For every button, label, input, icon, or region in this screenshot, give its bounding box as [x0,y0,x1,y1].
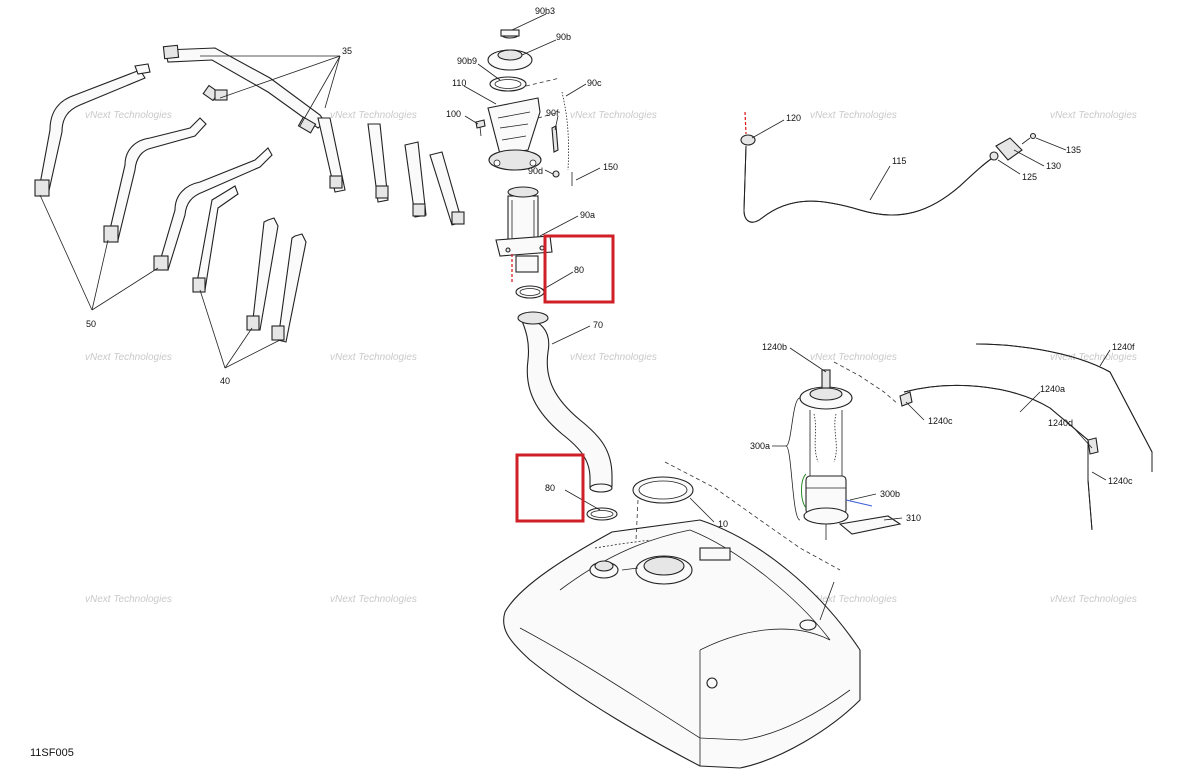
watermark: vNext Technologies [1050,594,1137,605]
watermark: vNext Technologies [570,352,657,363]
hose-part [740,111,1037,223]
watermarks: vNext Technologies vNext Technologies vN… [85,110,1137,605]
callout-90f[interactable]: 90f [546,108,559,118]
callout-1240d[interactable]: 1240d [1048,418,1073,428]
callout-80-upper[interactable]: 80 [574,265,584,275]
callout-150[interactable]: 150 [603,162,618,172]
callout-310[interactable]: 10 [718,519,728,529]
callout-1240b[interactable]: 1240b [762,342,787,352]
callout-300[interactable]: 300a [750,441,770,451]
watermark: vNext Technologies [810,594,897,605]
highlight-boxes [515,234,615,523]
callout-300b[interactable]: 310 [906,513,921,523]
watermark: vNext Technologies [570,110,657,121]
watermark: vNext Technologies [330,352,417,363]
watermark: vNext Technologies [330,110,417,121]
fuel-tank-part [503,519,861,769]
callout-130[interactable]: 130 [1046,161,1061,171]
leader-lines-straps [39,55,341,369]
callout-300a[interactable]: 300b [880,489,900,499]
hose-part [899,343,1153,531]
tank-ring-part [632,461,841,571]
callout-90a[interactable]: 90a [580,210,595,220]
callout-90b9[interactable]: 90b9 [457,56,477,66]
callout-1240c-left[interactable]: 1240c [928,416,953,426]
callout-1240f[interactable]: 1240f [1112,342,1135,352]
callout-1240a[interactable]: 1240a [1040,384,1065,394]
highlight-box-80-lower [515,453,585,523]
callout-80-lower[interactable]: 80 [545,483,555,493]
filler-neck-part [475,29,573,299]
fuel-pump-part [772,361,902,540]
watermark: vNext Technologies [85,110,172,121]
hose-part [517,311,618,521]
callout-90b3[interactable]: 90b3 [535,6,555,16]
watermark: vNext Technologies [1050,110,1137,121]
watermark: vNext Technologies [810,352,897,363]
watermark: vNext Technologies [810,110,897,121]
callout-90c[interactable]: 90c [587,78,602,88]
callout-labels: 90b3 90b 90b9 110 100 90c 90f 90d 150 90… [86,6,1135,529]
highlight-box-80-upper [543,234,615,304]
callout-90d[interactable]: 90d [528,166,543,176]
callout-110[interactable]: 110 [452,78,466,88]
callout-50[interactable]: 50 [86,319,96,329]
diagram-code: 11SF005 [30,747,74,759]
callout-1240c-right[interactable]: 1240c [1108,476,1133,486]
callout-115[interactable]: 115 [892,156,906,166]
callout-90b[interactable]: 90b [556,32,571,42]
callout-70[interactable]: 70 [593,320,603,330]
watermark: vNext Technologies [330,594,417,605]
callout-100[interactable]: 100 [446,109,461,119]
callout-120[interactable]: 120 [786,113,801,123]
callout-125[interactable]: 125 [1022,172,1037,182]
strap-part [34,44,465,343]
callout-40[interactable]: 40 [220,376,230,386]
watermark: vNext Technologies [85,594,172,605]
watermark: vNext Technologies [1050,352,1137,363]
callout-35[interactable]: 35 [342,46,352,56]
watermark: vNext Technologies [85,352,172,363]
callout-135[interactable]: 135 [1066,145,1081,155]
leader-lines [463,13,1111,621]
